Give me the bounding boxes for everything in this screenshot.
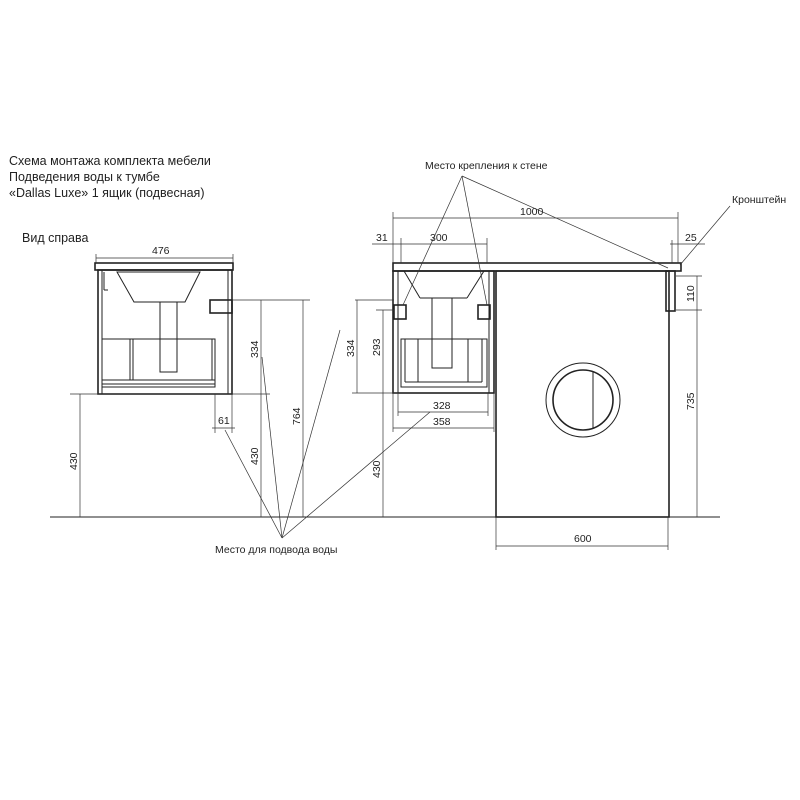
dim-side-430: 430 (249, 447, 261, 465)
callout-water-supply: Место для подвода воды (215, 544, 337, 556)
dim-front-300: 300 (430, 232, 448, 244)
front-countertop (392, 262, 682, 272)
dim-side-61: 61 (218, 415, 230, 427)
side-sink-basin (116, 271, 201, 303)
bracket (665, 270, 676, 312)
side-drain-pipe (159, 301, 178, 373)
dim-front-430: 430 (371, 460, 383, 478)
dim-front-735: 735 (685, 392, 697, 410)
dim-side-334: 334 (249, 340, 261, 358)
front-drawer (400, 338, 488, 388)
dim-front-31: 31 (376, 232, 388, 244)
side-drawer (101, 338, 216, 388)
title-line-2: Подведения воды к тумбе (9, 170, 160, 184)
front-cabinet-body (392, 270, 495, 394)
washer-door-outer (545, 362, 621, 438)
dim-front-25: 25 (685, 232, 697, 244)
washing-machine (495, 270, 670, 518)
title-line-1: Схема монтажа комплекта мебели (9, 154, 211, 168)
front-drain-pipe (431, 297, 453, 369)
washer-door-inner (552, 369, 614, 431)
front-view (392, 262, 682, 518)
dim-side-764: 764 (291, 407, 303, 425)
side-countertop (94, 262, 234, 271)
front-mount-left (393, 304, 407, 320)
side-view-cabinet (94, 262, 234, 395)
dim-front-600: 600 (574, 533, 592, 545)
drawing-title: Схема монтажа комплекта мебели Подведени… (9, 153, 211, 201)
dim-front-334: 334 (345, 339, 357, 357)
callout-wall-mount: Место крепления к стене (425, 160, 548, 172)
dim-front-358: 358 (433, 416, 451, 428)
dim-front-110: 110 (685, 285, 697, 302)
dim-front-328: 328 (433, 400, 451, 412)
dim-side-width: 476 (152, 245, 170, 257)
dim-front-1000: 1000 (520, 206, 544, 218)
front-dimensions: 1000 31 300 25 110 735 334 293 430 328 3… (345, 206, 705, 550)
front-mount-right (477, 304, 491, 320)
dim-front-293: 293 (371, 338, 383, 356)
callouts: Место крепления к стене Кронштейн Место … (215, 160, 786, 556)
side-water-connector (209, 299, 233, 314)
side-dimensions: 476 334 764 430 430 61 (68, 245, 310, 517)
side-view-label: Вид справа (22, 231, 89, 245)
callout-bracket: Кронштейн (732, 194, 786, 206)
title-line-3: «Dallas Luxe» 1 ящик (подвесная) (9, 186, 205, 200)
dim-side-430-left: 430 (68, 452, 80, 470)
